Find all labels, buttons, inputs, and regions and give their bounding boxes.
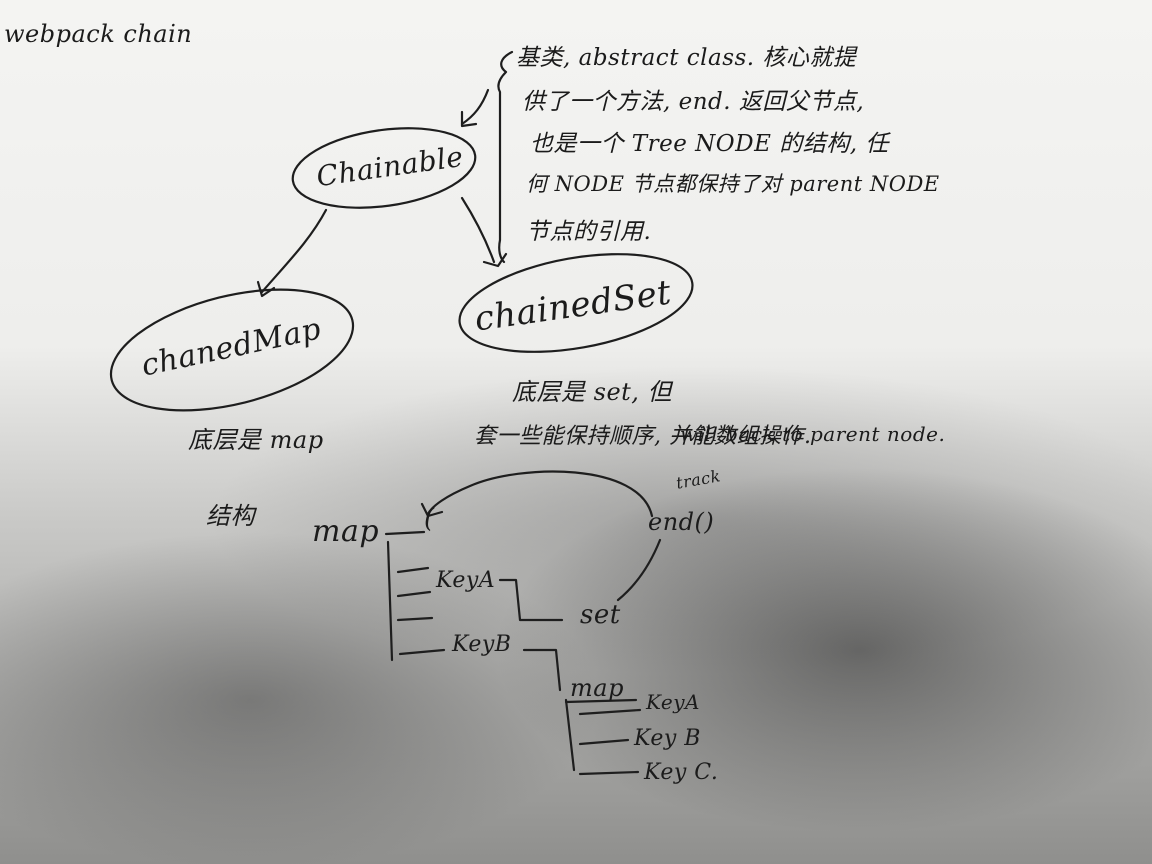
chainable-note-line-1: 基类, abstract class. 核心就提 [516,45,857,71]
tree-key-a: KeyA [436,568,496,593]
chainable-note-line-2: 供了一个方法, end. 返回父节点, [522,89,865,115]
tree-branch-keyb [398,648,446,656]
tree-end-call: end() [648,508,715,536]
tree-branch-2 [396,590,432,598]
page-title: webpack chain [4,20,193,48]
arrow-to-chainable-head [460,110,478,128]
chained-set-ellipse [458,253,694,353]
arrow-note-to-set [460,196,496,264]
nested-key-b: Key B [634,726,701,751]
nested-underline [564,698,638,704]
nested-trunk [564,698,576,772]
chainable-note-line-5: 节点的引用. [526,219,652,245]
tree-branch-1 [396,566,430,574]
arrow-to-chainable [460,88,490,126]
nested-branch-a [578,708,642,716]
tree-key-b: KeyB [452,632,512,657]
tree-set-label: set [580,600,621,630]
arrow-set-head [482,252,508,268]
tree-keyb-to-map [522,648,562,692]
set-note-line-2: 套一些能保持顺序, 并能数组操作. [474,424,812,449]
chainable-ellipse [291,127,477,209]
tree-map-label: map [312,514,380,549]
back-arc-head [420,502,444,518]
nested-key-c: Key C. [644,760,719,785]
arrow-map-head [256,280,276,298]
arrow-chainable-to-map [260,208,328,294]
tree-keya-to-set [498,578,564,622]
set-note-line-1: 底层是 set, 但 [512,378,673,406]
chained-map-ellipse [109,288,355,412]
note-brace [497,50,514,264]
back-arc [426,470,654,518]
chainable-note-line-4: 何 NODE 节点都保持了对 parent NODE [526,172,940,196]
back-note: will back to parent node. [680,422,946,446]
nested-key-a: KeyA [646,690,700,714]
tree-trunk [386,540,394,662]
tree-paren-open: ( [424,504,435,534]
chainable-note-line-3: 也是一个 Tree NODE 的结构, 任 [530,131,889,157]
nested-branch-c [578,770,640,776]
structure-heading: 结构 [206,502,255,530]
tree-map-connector [384,530,426,536]
tree-branch-3 [396,616,434,622]
nested-branch-b [578,738,630,746]
nested-map-label: map [570,674,624,702]
map-note: 底层是 map [188,426,324,454]
set-to-end-link [616,538,662,602]
